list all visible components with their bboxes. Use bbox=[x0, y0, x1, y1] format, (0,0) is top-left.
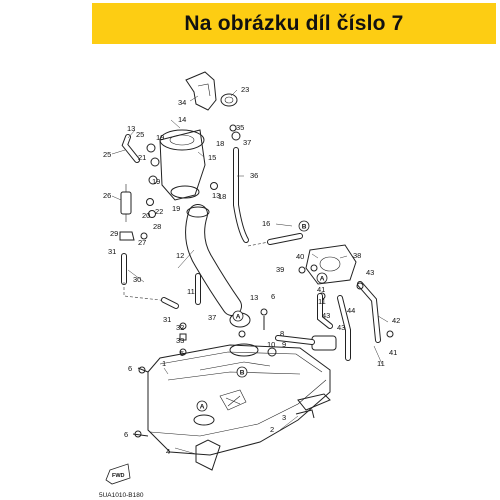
callout-1: 1 bbox=[162, 359, 166, 368]
callout-numbers: 34 23 14 35 37 18 15 13 25 19 25 21 19 2… bbox=[103, 85, 400, 456]
callout-18-mid: 18 bbox=[218, 192, 226, 201]
callout-23: 23 bbox=[241, 85, 249, 94]
callout-4: 4 bbox=[166, 447, 170, 456]
callout-13-top: 13 bbox=[212, 191, 220, 200]
svg-text:A: A bbox=[320, 276, 325, 283]
callout-41-low: 41 bbox=[389, 348, 397, 357]
callout-13-low: 13 bbox=[250, 293, 258, 302]
callout-31-low: 31 bbox=[163, 315, 171, 324]
callout-6-left-low: 6 bbox=[124, 430, 128, 439]
callout-34: 34 bbox=[178, 98, 186, 107]
callout-17: 15 bbox=[208, 153, 216, 162]
callout-25-top: 25 bbox=[136, 130, 144, 139]
svg-text:A: A bbox=[236, 314, 241, 321]
callout-44: 44 bbox=[347, 306, 355, 315]
svg-text:B: B bbox=[240, 370, 245, 377]
callout-21: 21 bbox=[138, 153, 146, 162]
callout-29: 29 bbox=[110, 229, 118, 238]
callout-31-top: 31 bbox=[108, 247, 116, 256]
callout-25-left: 25 bbox=[103, 150, 111, 159]
callout-7: 8 bbox=[280, 329, 284, 338]
callout-14: 13 bbox=[127, 124, 135, 133]
svg-text:B: B bbox=[302, 224, 307, 231]
callout-19-mid: 19 bbox=[152, 177, 160, 186]
leader-lines bbox=[111, 89, 389, 455]
callout-26: 26 bbox=[103, 191, 111, 200]
diagram-code: 5UA1010-B180 bbox=[99, 492, 144, 499]
callout-10: 11 bbox=[377, 359, 385, 368]
callout-5: 5 bbox=[180, 349, 184, 358]
marker-a-mid: A bbox=[232, 310, 244, 322]
callout-15: 14 bbox=[178, 115, 186, 124]
callout-11-right: 11 bbox=[318, 297, 326, 306]
callout-6-left-top: 6 bbox=[128, 364, 132, 373]
callout-32: 32 bbox=[176, 323, 184, 332]
callout-9: 10 bbox=[267, 340, 275, 349]
marker-b-right: B bbox=[298, 220, 310, 232]
callout-33: 33 bbox=[176, 336, 184, 345]
banner-text: Na obrázku díl číslo 7 bbox=[184, 11, 404, 35]
callout-35: 35 bbox=[236, 123, 244, 132]
callout-20: 20 bbox=[142, 211, 150, 220]
callout-11: 11 bbox=[187, 287, 195, 296]
callout-28: 28 bbox=[153, 222, 161, 231]
parts-drawing bbox=[119, 71, 394, 471]
marker-a-tank: A bbox=[196, 400, 208, 412]
callout-19-top: 19 bbox=[156, 133, 164, 142]
callout-43-mid: 43 bbox=[322, 311, 330, 320]
callout-43-top: 43 bbox=[366, 268, 374, 277]
callout-8: 9 bbox=[282, 340, 286, 349]
callout-42: 42 bbox=[392, 316, 400, 325]
callout-22: 22 bbox=[155, 207, 163, 216]
callout-19-low: 19 bbox=[172, 204, 180, 213]
callout-39: 39 bbox=[276, 265, 284, 274]
callout-6-right: 6 bbox=[271, 292, 275, 301]
callout-36: 36 bbox=[250, 171, 258, 180]
callout-2: 2 bbox=[270, 425, 274, 434]
part-number-banner: Na obrázku díl číslo 7 bbox=[92, 3, 496, 44]
callout-40: 41 bbox=[317, 285, 325, 294]
callout-38: 38 bbox=[353, 251, 361, 260]
callout-18-top: 18 bbox=[216, 139, 224, 148]
callout-41-top: 40 bbox=[296, 252, 304, 261]
callout-37-top: 37 bbox=[243, 138, 251, 147]
callout-3: 3 bbox=[282, 413, 286, 422]
svg-text:A: A bbox=[200, 404, 205, 411]
marker-b-tank: B bbox=[236, 366, 248, 378]
callout-37-low: 37 bbox=[208, 313, 216, 322]
callout-16: 16 bbox=[262, 219, 270, 228]
callout-27: 27 bbox=[138, 238, 146, 247]
callout-30: 30 bbox=[133, 275, 141, 284]
fwd-arrow-icon: FWD bbox=[105, 463, 131, 485]
circle-markers: B A A B A bbox=[196, 220, 328, 412]
callout-43-low: 43 bbox=[337, 323, 345, 332]
svg-text:FWD: FWD bbox=[112, 473, 125, 479]
marker-a-pump: A bbox=[316, 272, 328, 284]
callout-12: 12 bbox=[176, 251, 184, 260]
